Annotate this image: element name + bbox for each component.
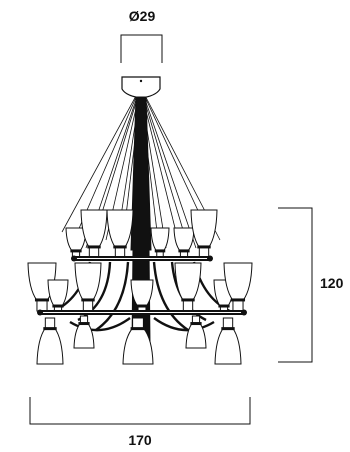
glass-cups-front-row (27, 262, 253, 315)
glass-cup-hanging (214, 317, 242, 365)
canopy-dimension-bracket (120, 34, 163, 63)
glass-cup-hanging (122, 317, 154, 365)
glass-cup-hanging (36, 317, 64, 365)
glass-cup-hanging (185, 315, 207, 349)
glass-cup (190, 209, 218, 259)
suspension-cable (143, 96, 197, 249)
height-dimension-bracket (278, 207, 313, 363)
glass-cups-back-row (65, 209, 218, 259)
height-label: 120 (320, 275, 344, 291)
width-label: 170 (128, 432, 152, 448)
upper-ring (71, 255, 213, 262)
suspension-cable (142, 96, 177, 233)
lower-ring (37, 309, 247, 316)
width-dimension-bracket (29, 397, 251, 425)
glass-cups-lower-tier (36, 315, 242, 365)
glass-cup (106, 209, 134, 259)
suspension-cable (61, 96, 136, 233)
glass-cup (174, 262, 202, 312)
glass-cup-hanging (73, 315, 95, 349)
glass-cup (47, 279, 69, 315)
glass-cup (80, 209, 108, 259)
ceiling-canopy (121, 76, 161, 99)
canopy-diameter-label: Ø29 (128, 8, 156, 24)
glass-cup (173, 227, 195, 259)
suspension-cable (143, 96, 187, 241)
glass-cup (150, 227, 170, 259)
